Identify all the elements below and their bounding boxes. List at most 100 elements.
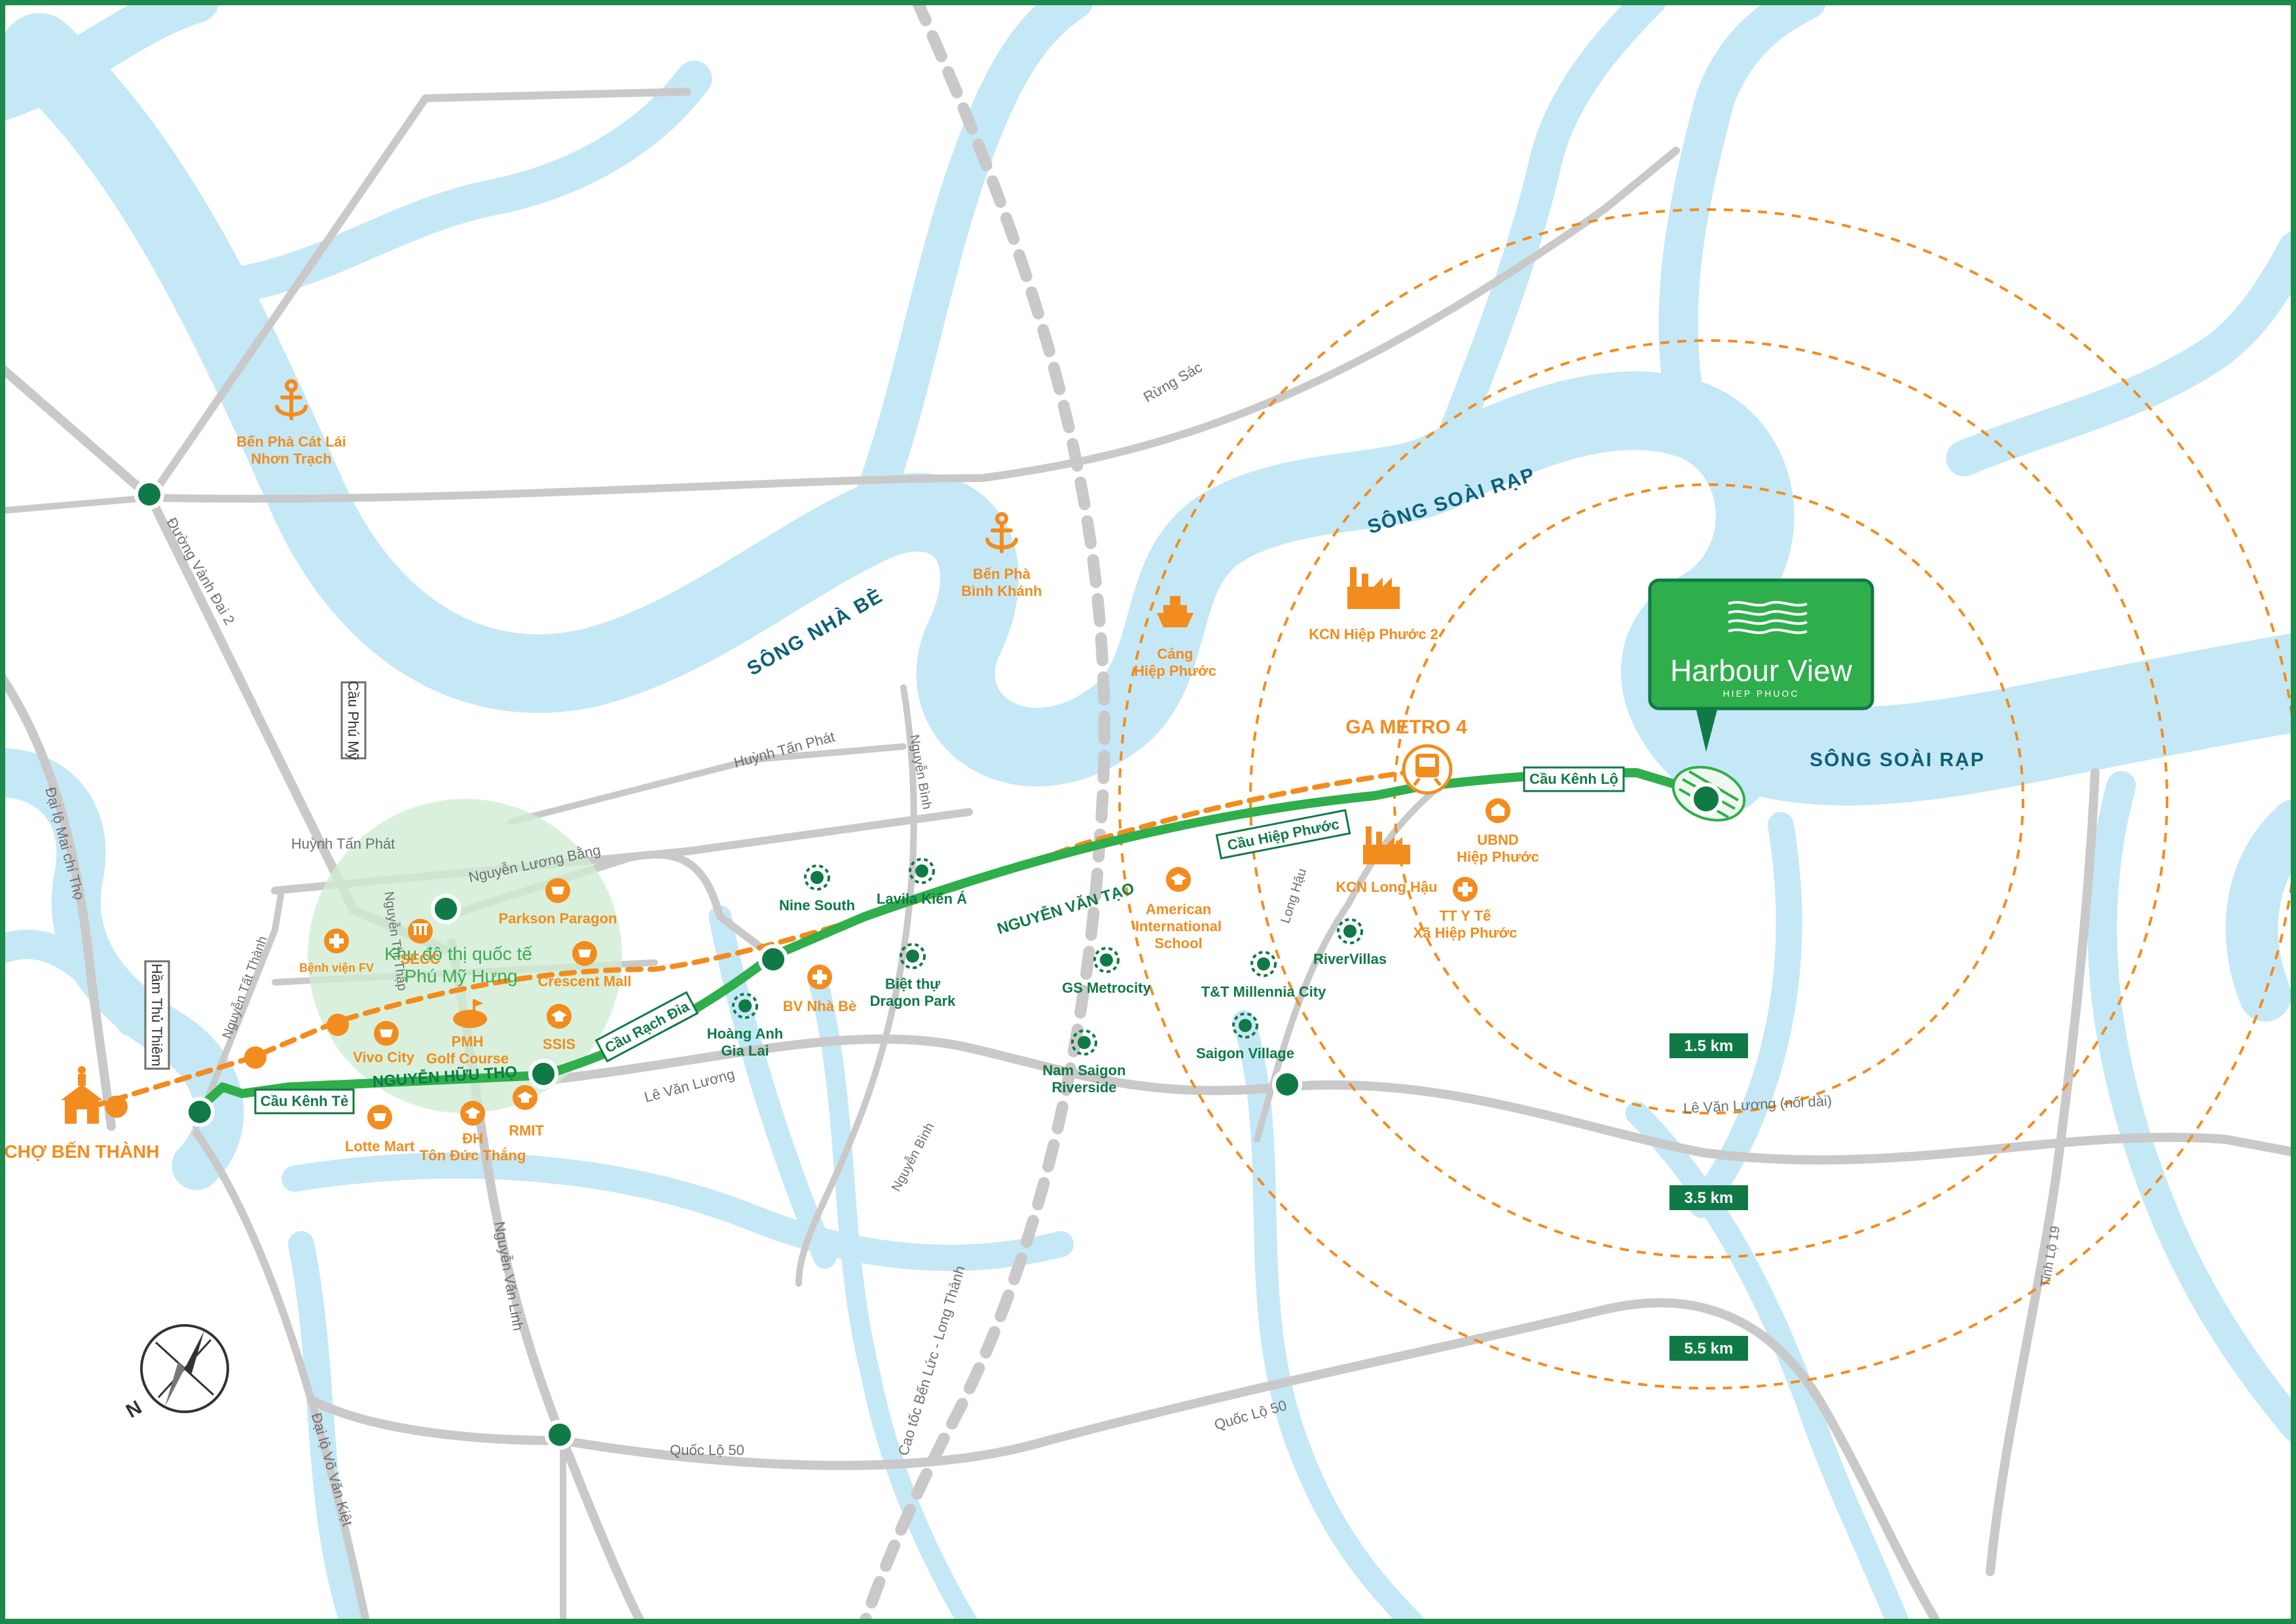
label-bv-nha-be: BV Nhà Bè [783,998,856,1014]
road-label-long-hau: Long Hậu [1278,866,1309,925]
label-gs-metrocity: GS Metrocity [1062,980,1151,996]
river-arm-ne [1424,0,1666,488]
junction-nguyen-van-tao [758,944,788,974]
river-nha-be [0,13,1795,812]
label-dh-tdt-2: Tôn Đức Thắng [420,1147,526,1164]
brand-waves-icon [1728,600,1808,635]
compass-north-letter: N [122,1397,145,1422]
factory-icon-kcn-long-hau [1363,826,1410,864]
school-icon-dh-tdt [460,1101,485,1126]
bridge-label-kenh-lo: Cầu Kênh Lộ [1529,771,1618,787]
river-arm-nw [198,60,712,306]
river-arm-north [845,0,1093,544]
bridge-label-rach-dia: Cầu Rạch Đỉa [602,998,693,1056]
road-label-huynh-tan-phat-2: Huỳnh Tấn Phát [291,836,395,852]
brand-name: Harbour View [1670,654,1853,688]
road-rung-sac [147,147,1680,503]
marker-lavila [909,858,935,884]
road-nw-diag [147,88,691,502]
marker-gs-metrocity [1093,947,1120,973]
cart-icon-crescent-mall [572,941,597,966]
label-kcn-long-hau: KCN Long Hậu [1336,879,1437,895]
golf-icon-pmh [453,999,487,1028]
hospital-icon-bv-nha-be [807,965,832,989]
junction-ql50 [545,1420,575,1450]
road-mai-chi-tho [0,670,116,1131]
junction-phu-my-hung [431,894,461,924]
radius-tag-3-5km-bg [1669,1185,1748,1210]
tunnel-label-ham-thu-thiem: Hầm Thủ Thiêm [149,964,165,1067]
label-ferry-cat-lai-1: Bến Phà Cát Lái [236,434,346,450]
bridge-kenh-lo: Cầu Kênh Lộ [1523,766,1625,792]
label-cho-ben-thanh: CHỢ BẾN THÀNH [5,1141,160,1162]
label-ferry-cat-lai-2: Nhơn Trạch [251,451,331,467]
label-pmh-golf-2: Golf Course [426,1050,509,1067]
radius-tag-1-5km-bg [1669,1033,1748,1058]
expressway-dash-outer [858,0,1110,1624]
cart-icon-parkson [545,878,570,903]
label-nam-saigon-2: Riverside [1051,1079,1116,1096]
radius-tags: 1.5 km 3.5 km 5.5 km [1669,1033,1748,1361]
label-ferry-binh-khanh-2: Bình Khánh [961,583,1042,599]
river-arm-east-top [1946,231,2296,477]
label-pmh-golf-1: PMH [452,1033,484,1050]
canal-south-2 [809,972,979,1624]
road-nguyen-luong-bang [441,850,776,960]
amenity-icons [61,379,1510,1130]
river-label-soai-rap-2: SÔNG SOÀI RẠP [1810,748,1985,771]
road-huynh-tan-phat-upper [507,743,907,825]
radius-circle-1-5km [1393,483,2024,1115]
label-ais-2: International [1135,918,1222,934]
project-labels: Nine South Lavila Kiến Á Biệt thự Dragon… [707,891,1387,1096]
marker-hoang-anh-gia-lai [732,993,758,1019]
label-hoang-anh-1: Hoàng Anh [707,1025,784,1042]
expressway-cao-toc [858,0,1110,1624]
radius-circle-3-5km [1249,339,2168,1259]
market-icon-cho-ben-thanh [61,1066,103,1124]
label-ais-3: School [1154,935,1202,951]
road-label-nguyen-binh-2: Nguyễn Bình [888,1120,938,1194]
label-nine-south: Nine South [779,897,855,913]
label-tt-yte-1: TT Y Tế [1440,908,1491,924]
school-icon-ssis [547,1004,572,1029]
bridge-kenh-te: Cầu Kênh Tẻ [254,1088,355,1115]
radius-tag-1-5km: 1.5 km [1685,1037,1734,1055]
label-rmit: RMIT [509,1122,544,1139]
road-vo-van-kiet [192,1129,371,1624]
road-label-ql50-1: Quốc Lộ 50 [670,1442,744,1458]
label-nam-saigon-1: Nam Saigon [1042,1062,1125,1079]
brand-sub: HIEP PHUOC [1723,688,1800,699]
label-secc: SECC [400,951,440,967]
canal-south-3 [1232,1010,1426,1624]
ship-icon-cang-hiep-phuoc [1157,596,1194,627]
marker-rivervillas [1337,918,1363,944]
government-icon-ubnd [1485,798,1510,823]
canal-mid-south [708,905,837,1269]
canal-south-5 [1689,812,1802,1218]
label-biet-thu-2: Dragon Park [870,993,957,1009]
road-label-vanh-dai-2: Đường Vành Đai 2 [164,515,238,627]
radius-circles [1118,208,2296,1390]
building-icon-secc [408,919,433,944]
road-label-rung-sac: Rừng Sác [1140,359,1205,405]
label-benh-vien-fv: Bệnh viện FV [299,961,374,974]
label-parkson: Parkson Paragon [499,910,617,927]
bridge-phu-my: Cầu Phú Mỹ [340,680,367,760]
label-port-1: Cảng [1157,646,1194,662]
project-site [1671,766,1746,822]
canal-south-1 [282,1153,1074,1271]
label-ais-1: American [1146,901,1211,917]
road-label-ql50-2: Quốc Lộ 50 [1212,1397,1288,1433]
cart-icon-vivo-city [374,1021,399,1046]
road-label-le-van-luong: Lê Văn Lương [642,1065,736,1105]
canal-far-east [2225,799,2296,1022]
label-ssis: SSIS [543,1036,575,1052]
label-saigon-village: Saigon Village [1196,1045,1294,1061]
label-pmh-district-2: Phú Mỹ Hưng [405,966,518,986]
junction-vanh-dai-2 [134,479,164,509]
compass-icon: N [122,1324,229,1422]
hospital-icon-tt-y-te [1453,877,1478,902]
project-markers [732,858,1363,1056]
